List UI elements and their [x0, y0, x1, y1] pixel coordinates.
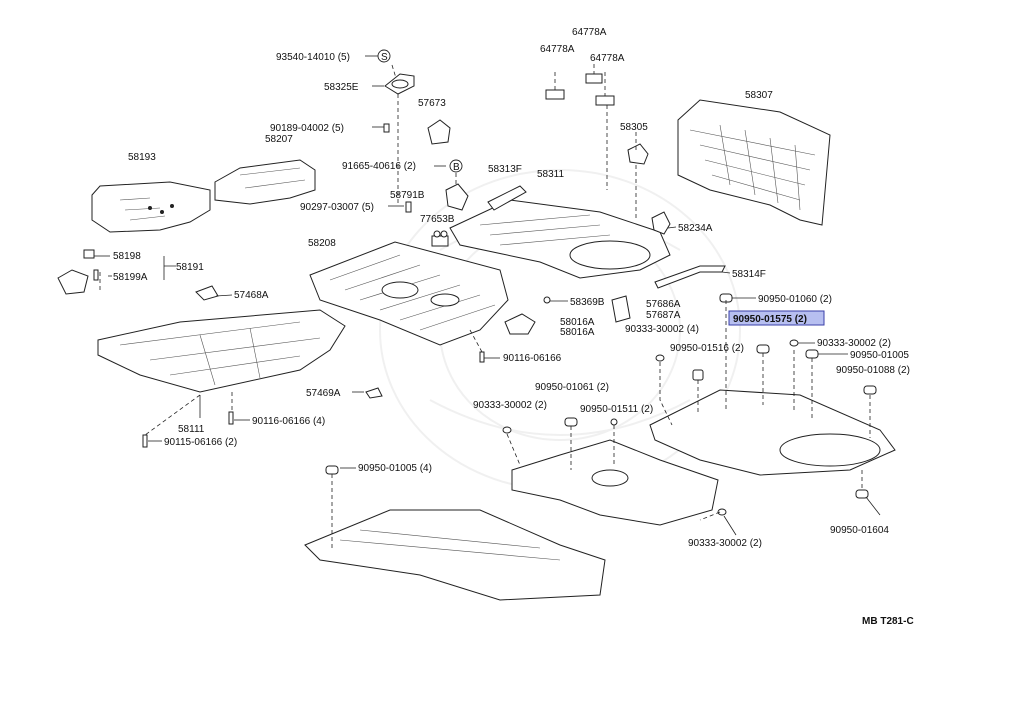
circle-mark-b: B [453, 162, 460, 173]
part-58791B [445, 183, 469, 211]
label-l25[interactable]: 58369B [570, 297, 605, 308]
part-64778A-pad-1 [545, 89, 565, 100]
label-l07[interactable]: 58193 [128, 152, 156, 163]
part-77653B [431, 230, 449, 247]
label-l11[interactable]: 58208 [308, 238, 336, 249]
label-l12[interactable]: 58198 [113, 251, 141, 262]
label-l08[interactable]: 58791B [390, 190, 425, 201]
label-l40[interactable]: 90116-06166 (4) [252, 416, 325, 427]
label-l42[interactable]: 90950-01061 (2) [535, 382, 609, 393]
label-l02[interactable]: 58325E [324, 82, 359, 93]
part-58016A [504, 313, 536, 335]
label-l10[interactable]: 77653B [420, 214, 455, 225]
label-l23[interactable]: 58234A [678, 223, 713, 234]
part-58307-rear-panel [677, 99, 831, 226]
part-labels: 93540-14010 (5) S 58325E 90189-04002 (5)… [113, 27, 914, 627]
label-l47[interactable]: 90950-01604 [830, 525, 889, 536]
part-58234A [651, 211, 671, 235]
part-64778A-pad-3 [595, 95, 615, 106]
label-l38[interactable]: 57469A [306, 388, 341, 399]
label-l26[interactable]: 57686A [646, 299, 681, 310]
label-l43[interactable]: 90333-30002 (2) [473, 400, 547, 411]
label-l36[interactable]: 90950-01088 (2) [836, 365, 910, 376]
part-57686A [611, 295, 631, 323]
part-57468A [195, 285, 219, 301]
label-l17[interactable]: 64778A [540, 44, 575, 55]
label-l28[interactable]: 58016A [560, 317, 595, 328]
label-l19[interactable]: 58307 [745, 90, 773, 101]
label-l39[interactable]: 58111 [178, 424, 205, 435]
part-58198 [83, 249, 95, 259]
label-l24[interactable]: 58314F [732, 269, 766, 280]
label-l03[interactable]: 90189-04002 (5) [270, 123, 344, 134]
label-l06[interactable]: 58207 [265, 134, 293, 145]
highlight-box [728, 310, 825, 326]
label-l34[interactable]: 90333-30002 (2) [817, 338, 891, 349]
label-l04[interactable]: 57673 [418, 98, 446, 109]
label-l44[interactable]: 90950-01511 (2) [580, 404, 653, 415]
part-middle-mat [511, 439, 719, 526]
bolts [93, 123, 618, 448]
label-l46[interactable]: 90333-30002 (2) [688, 538, 762, 549]
label-l27[interactable]: 57687A [646, 310, 681, 321]
label-l32[interactable]: 90333-30002 (4) [625, 324, 699, 335]
part-64778A-pad-2 [585, 73, 603, 84]
grommets [325, 293, 877, 516]
part-58305 [627, 143, 649, 165]
part-58311-rear-floor [449, 199, 671, 279]
part-58313F [487, 185, 527, 211]
part-front-mat [304, 509, 606, 601]
part-58208-front-floor [309, 241, 509, 346]
label-l21[interactable]: 58313F [488, 164, 522, 175]
part-57673 [427, 119, 451, 145]
label-l37[interactable]: 90116-06166 [503, 353, 562, 364]
label-l14[interactable]: 58191 [176, 262, 204, 273]
label-l29[interactable]: 58016A [560, 327, 595, 338]
label-l31-highlighted[interactable]: 90950-01575 (2) [733, 314, 807, 325]
leader-lines [94, 55, 881, 548]
part-58191 [57, 269, 89, 295]
figure-code: MB T281-C [862, 616, 914, 627]
part-58111-floor-carpet [97, 309, 346, 393]
label-l05[interactable]: 91665-40616 (2) [342, 161, 416, 172]
circle-mark-s: S [381, 52, 388, 63]
part-rear-mat [649, 389, 896, 476]
label-l41[interactable]: 90115-06166 (2) [164, 437, 237, 448]
part-58325E [384, 73, 415, 95]
label-l45[interactable]: 90950-01005 (4) [358, 463, 432, 474]
label-l09[interactable]: 90297-03007 (5) [300, 202, 374, 213]
label-l33[interactable]: 90950-01516 (2) [670, 343, 744, 354]
label-l22[interactable]: 58311 [537, 169, 565, 180]
label-l35[interactable]: 90950-01005 [850, 350, 909, 361]
label-l18[interactable]: 64778A [590, 53, 625, 64]
label-l16[interactable]: 64778A [572, 27, 607, 38]
label-l30[interactable]: 90950-01060 (2) [758, 294, 832, 305]
part-58193 [91, 181, 211, 233]
label-l01[interactable]: 93540-14010 (5) [276, 52, 350, 63]
label-l20[interactable]: 58305 [620, 122, 648, 133]
label-l15[interactable]: 57468A [234, 290, 269, 301]
part-58207 [214, 159, 316, 205]
label-l13[interactable]: 58199A [113, 272, 148, 283]
